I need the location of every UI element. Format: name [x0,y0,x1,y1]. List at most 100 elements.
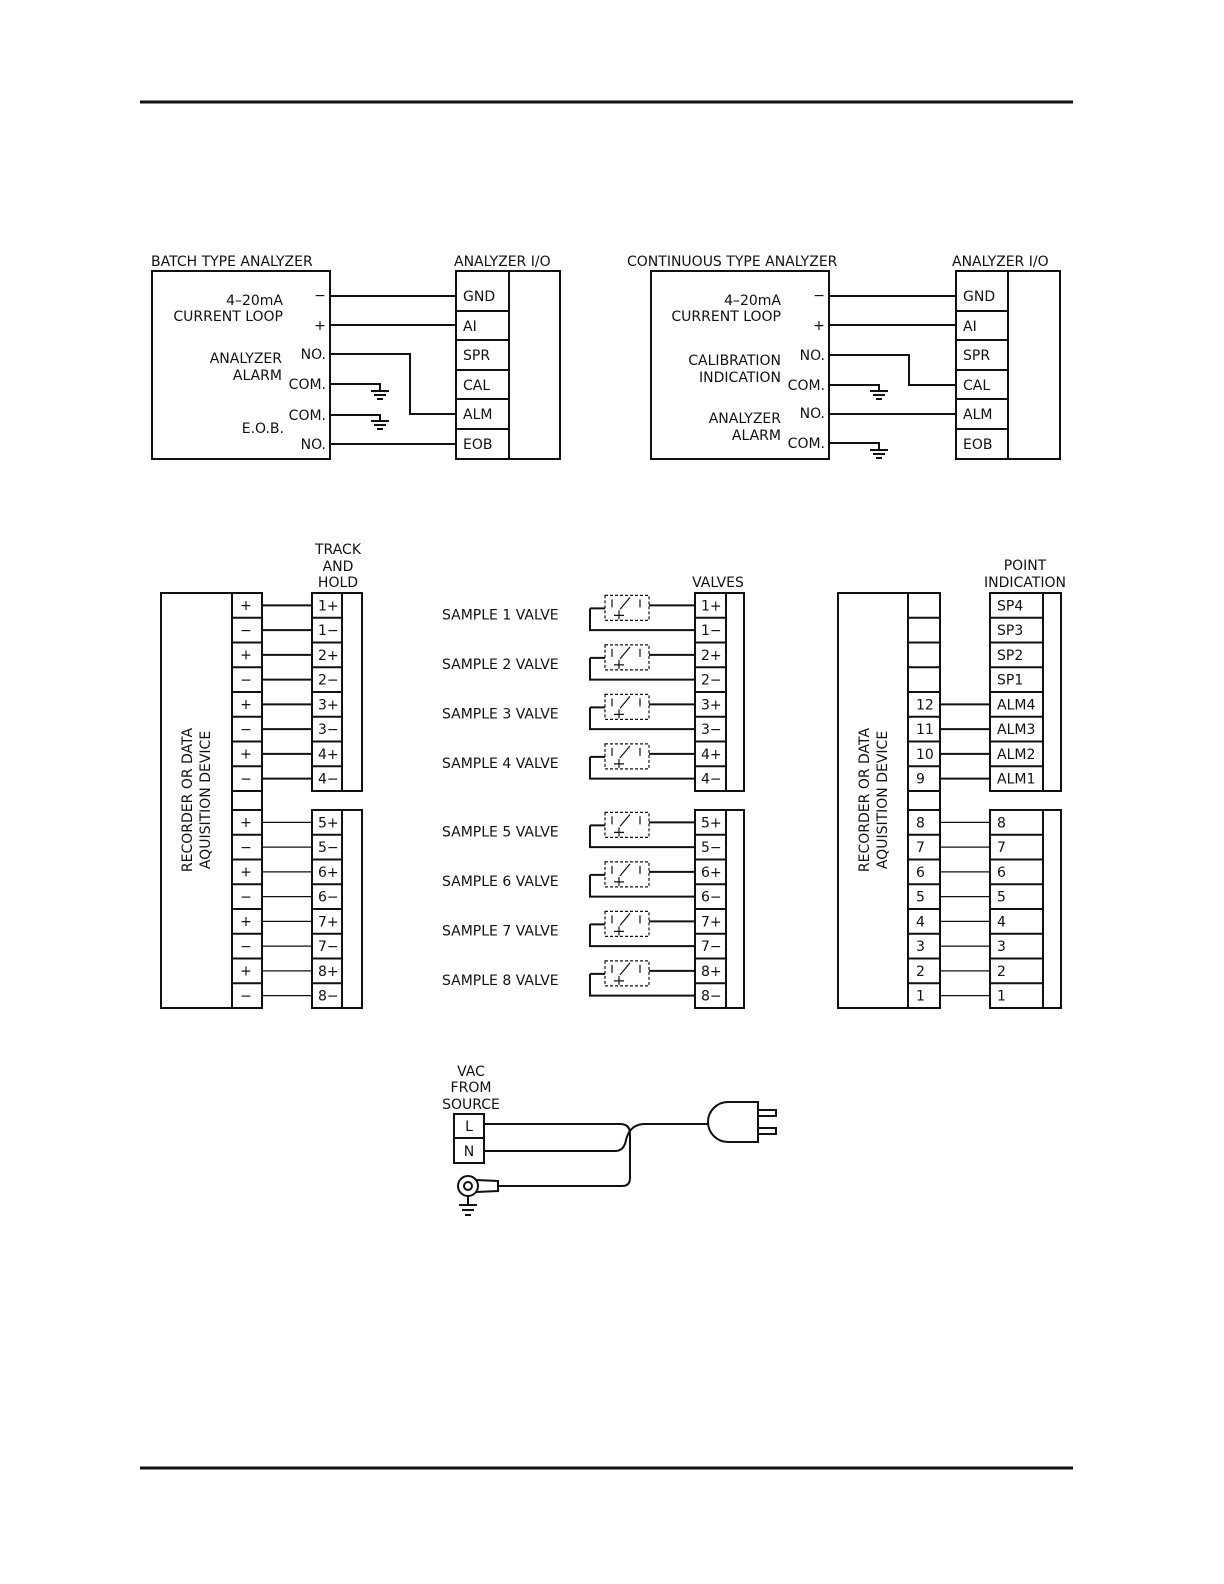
point-header-2: INDICATION [984,575,1066,591]
th-device-terminal: − [240,939,252,955]
batch-loop-label-2: CURRENT LOOP [173,309,283,325]
pt-terminal-label: SP1 [997,673,1023,689]
recorder-device-box-right [837,592,941,1009]
sample-valve-label: SAMPLE 1 VALVE [442,607,559,623]
continuous-no-2: NO. [800,406,825,422]
continuous-loop-label-2: CURRENT LOOP [671,309,781,325]
valve-terminal-label: 5− [701,840,722,856]
valve-terminal-label: 2− [701,673,722,689]
valve-terminal-label: 2+ [701,648,722,664]
sample-valve-label: SAMPLE 5 VALVE [442,824,559,840]
continuous-wire-cal [829,354,956,386]
batch-minus: − [314,288,326,304]
batch-wire-alarm [330,353,456,415]
batch-eob-label: E.O.B. [242,421,284,437]
valve-terminal-label: 4− [701,772,722,788]
pt-terminal-label: 7 [997,840,1006,856]
valve-terminal-label: 1− [701,623,722,639]
th-terminal-label: 7+ [318,914,339,930]
pt-terminal-label: 4 [997,914,1006,930]
th-terminal-label: 2− [318,673,339,689]
valves-header: VALVES [692,575,744,591]
th-terminal-label: 1− [318,623,339,639]
power-ground-icon [459,1196,477,1216]
batch-no-1: NO. [301,347,326,363]
power-term-n: N [464,1144,474,1160]
recorder-device-box-left [160,592,263,1009]
valve-wire-minus [589,973,695,997]
point-header: POINT [1004,558,1047,574]
continuous-term-ai: AI [963,319,977,335]
th-device-terminal: + [240,697,252,713]
th-device-terminal: + [240,964,252,980]
power-header-3: SOURCE [442,1097,500,1113]
pt-terminal-label: ALM4 [997,697,1035,713]
continuous-term-eob: EOB [963,437,992,453]
batch-loop-label: 4–20mA [226,293,283,309]
th-device-terminal: + [240,648,252,664]
continuous-minus: − [813,288,825,304]
pt-device-terminal: 5 [916,890,925,906]
valve-terminal-label: 4+ [701,747,722,763]
batch-term-ai: AI [463,319,477,335]
th-terminal-label: 7− [318,939,339,955]
point-indication-section: POINT INDICATION RECORDER OR DATA AQUISI… [837,558,1066,1009]
valve-wire-minus [589,657,695,681]
continuous-ground-icon-1 [870,390,888,400]
track-hold-header: TRACK [314,542,362,558]
pt-device-terminal: 2 [916,964,925,980]
pt-terminal-label: ALM2 [997,747,1035,763]
sample-valve-label: SAMPLE 8 VALVE [442,973,559,989]
continuous-com-1: COM. [788,378,825,394]
th-device-terminal: + [240,747,252,763]
valve-wire-minus [589,924,695,948]
th-terminal-label: 5+ [318,815,339,831]
power-header: VAC [457,1064,485,1080]
pt-device-terminal: 11 [916,722,934,738]
th-terminal-label: 3+ [318,697,339,713]
solenoid-valve-icon [590,644,650,671]
pt-device-terminal: 1 [916,989,925,1005]
valve-terminal-label: 8− [701,989,722,1005]
batch-analyzer-section: BATCH TYPE ANALYZER ANALYZER I/O GND AI … [151,254,561,460]
th-terminal-label: 5− [318,840,339,856]
th-device-terminal: + [240,865,252,881]
continuous-cal-label: CALIBRATION [688,353,781,369]
th-terminal-label: 6+ [318,865,339,881]
continuous-wire-com2 [829,442,880,450]
th-terminal-label: 8+ [318,964,339,980]
pt-device-terminal: 7 [916,840,925,856]
valve-wire-minus [589,874,695,898]
solenoid-valve-icon [590,910,650,937]
batch-title: BATCH TYPE ANALYZER [151,254,313,270]
power-section: VAC FROM SOURCE L N [442,1064,777,1216]
power-cord-neutral [484,1123,708,1152]
pt-terminal-label: 5 [997,890,1006,906]
sample-valve-label: SAMPLE 4 VALVE [442,756,559,772]
pt-terminal-label: SP3 [997,623,1023,639]
recorder-device-label-left-2: AQUISITION DEVICE [198,731,214,869]
th-terminal-label: 8− [318,989,339,1005]
pt-terminal-label: 6 [997,865,1006,881]
continuous-io-title: ANALYZER I/O [952,254,1049,270]
th-device-terminal: + [240,815,252,831]
continuous-alarm-label: ANALYZER [709,411,782,427]
pt-device-terminal: 4 [916,914,925,930]
batch-io-title: ANALYZER I/O [454,254,551,270]
continuous-plus: + [813,318,825,334]
plug-icon [707,1101,777,1143]
continuous-title: CONTINUOUS TYPE ANALYZER [627,254,838,270]
th-device-terminal: − [240,988,252,1004]
batch-com-2: COM. [289,408,326,424]
valve-terminal-label: 3+ [701,697,722,713]
batch-wire-com2 [330,414,381,421]
valve-wire-minus [589,825,695,849]
pt-device-terminal: 8 [916,815,925,831]
batch-term-eob: EOB [463,437,492,453]
th-terminal-label: 3− [318,722,339,738]
continuous-term-alm: ALM [963,407,992,423]
solenoid-valve-icon [590,594,650,621]
pt-terminal-label: 8 [997,815,1006,831]
th-device-terminal: − [240,722,252,738]
